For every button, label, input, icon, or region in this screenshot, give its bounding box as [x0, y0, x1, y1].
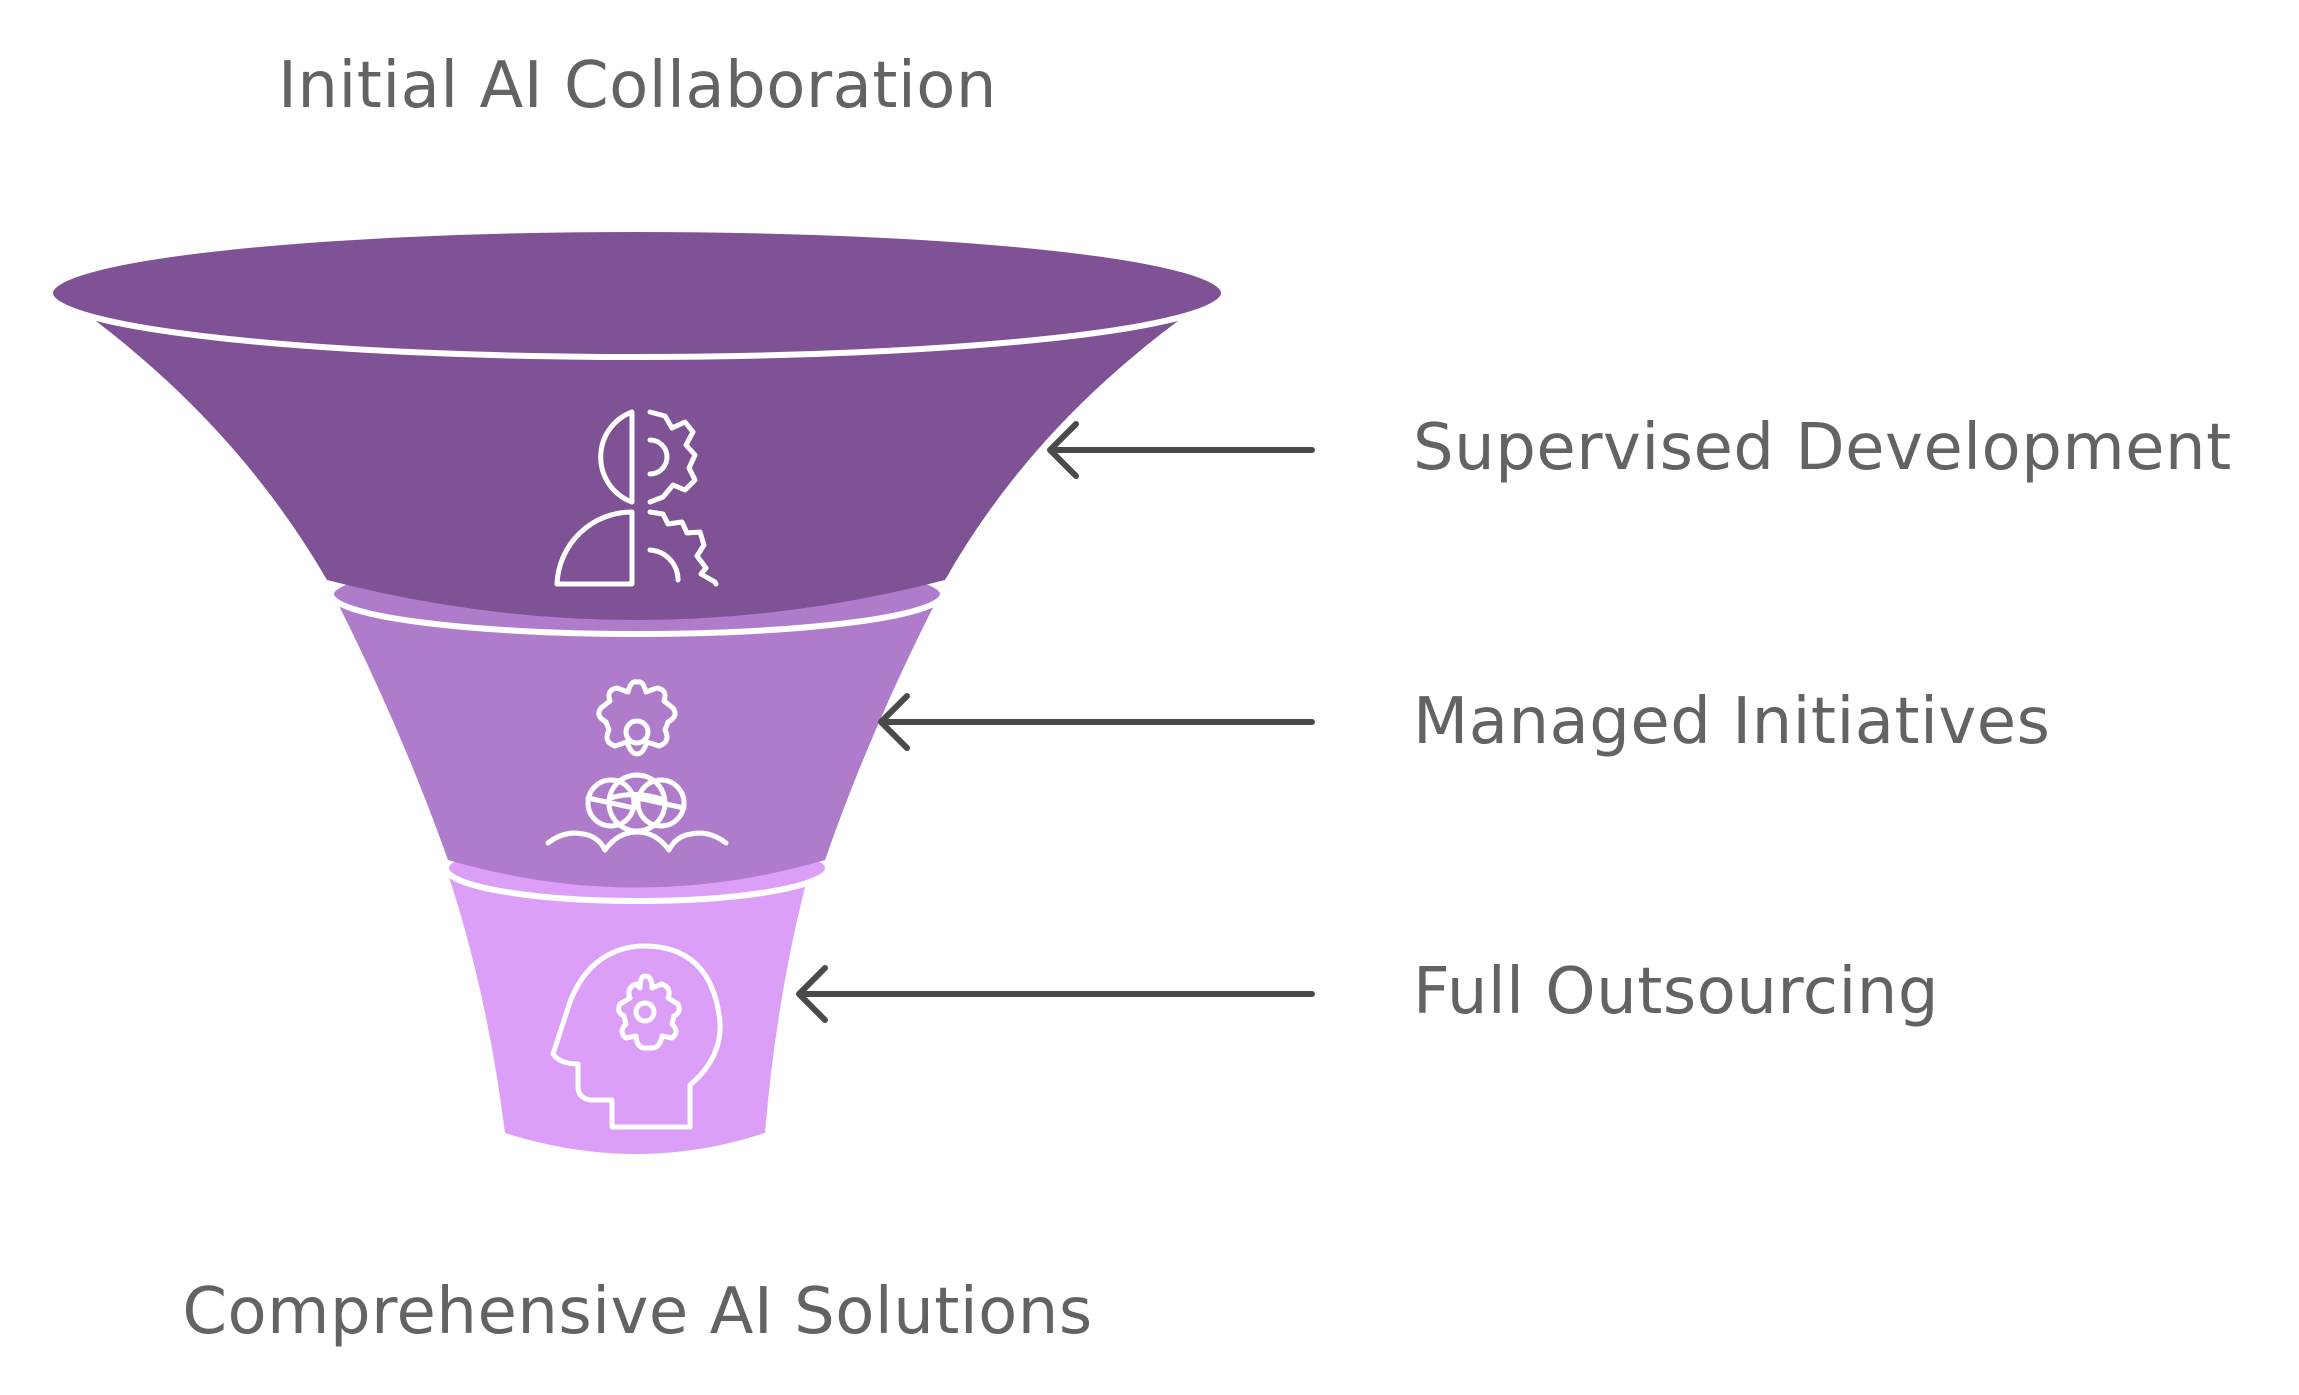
arrow-supervised-development: [1047, 421, 1315, 479]
arrow-managed-initiatives: [878, 693, 1315, 751]
stage-label-full-outsourcing: Full Outsourcing: [1413, 955, 1939, 1029]
funnel-segment-2: [330, 588, 943, 888]
funnel-stage-supervised-development: [47, 226, 1227, 620]
funnel-top-label: Initial AI Collaboration: [278, 49, 997, 123]
human-gear-icon: [554, 409, 719, 587]
funnel-segment-1: [92, 318, 1182, 620]
funnel-rim: [47, 226, 1227, 360]
head-gear-icon: [550, 943, 723, 1130]
stage-label-managed-initiatives: Managed Initiatives: [1413, 685, 2051, 759]
arrow-full-outsourcing: [796, 965, 1315, 1023]
funnel-bottom-label: Comprehensive AI Solutions: [182, 1275, 1093, 1349]
team-gear-icon: [545, 679, 729, 853]
stage-label-supervised-development: Supervised Development: [1413, 411, 2232, 485]
funnel-segment-3: [446, 868, 810, 1154]
